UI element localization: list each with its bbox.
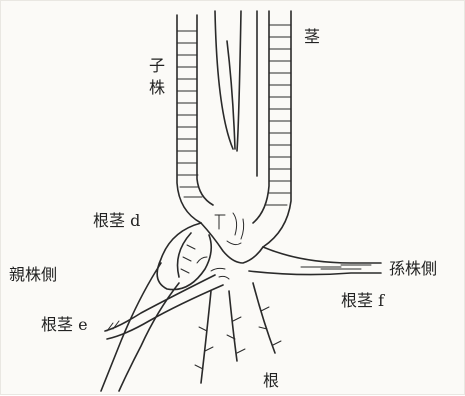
child-shoot-inner-wall <box>197 15 213 205</box>
rhizome-f-lines <box>301 265 371 269</box>
rhizome-d <box>157 223 211 290</box>
rhizome-f <box>249 247 381 275</box>
roots <box>195 283 281 383</box>
label-rhizome-d: 根茎 d <box>93 213 140 229</box>
root-2 <box>229 291 237 361</box>
rhizome-d-outline <box>157 223 211 290</box>
label-rhizome-e: 根茎 e <box>41 317 88 333</box>
root-3 <box>253 283 275 353</box>
label-stem: 茎 <box>304 29 320 45</box>
label-rhizome-f: 根茎 f <box>341 293 384 309</box>
stem-outer-wall <box>263 11 291 247</box>
label-grandchild-side: 孫株側 <box>389 261 437 277</box>
parent-rhizome-right <box>119 283 179 391</box>
rhizome-f-lower <box>249 271 381 275</box>
label-root: 根 <box>263 373 279 389</box>
label-child-plant: 子株 <box>147 57 163 101</box>
main-stem <box>253 11 291 247</box>
node-detail <box>215 213 244 245</box>
child-shoot-hatching <box>177 31 202 197</box>
leaf-sheaths <box>215 11 257 176</box>
label-parent-side: 親株側 <box>9 267 57 283</box>
sheath-2 <box>237 11 241 151</box>
child-shoot <box>177 15 213 223</box>
rhizome-f-upper <box>263 247 381 263</box>
rhizome-d-hatching <box>181 245 195 273</box>
parent-side-rhizome <box>101 263 179 391</box>
stem-inner-wall <box>253 11 269 223</box>
rhizome-e <box>105 275 223 339</box>
